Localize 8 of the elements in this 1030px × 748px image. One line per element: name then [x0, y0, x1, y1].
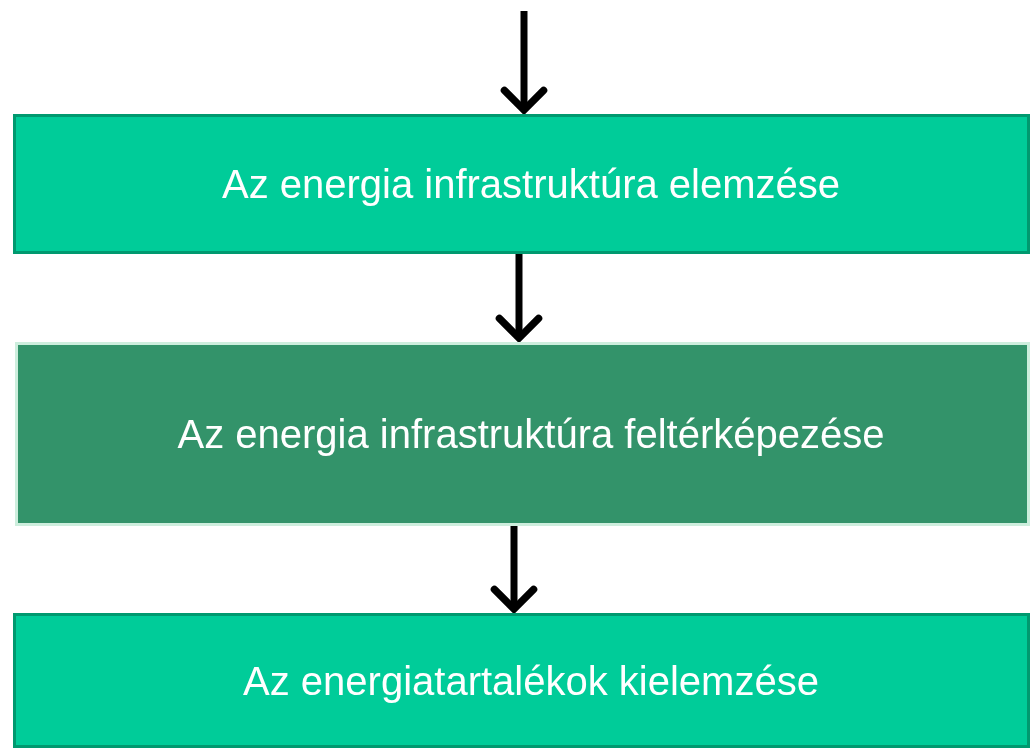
box-label: Az energia infrastruktúra feltérképezése	[177, 411, 885, 457]
box-label: Az energia infrastruktúra elemzése	[221, 161, 841, 207]
arrow	[490, 526, 538, 613]
arrow	[495, 254, 543, 342]
box-label: Az energiatartalékok kielemzése	[243, 658, 819, 703]
process-box	[15, 342, 1030, 526]
process-box	[13, 114, 1030, 254]
process-box	[13, 613, 1030, 748]
